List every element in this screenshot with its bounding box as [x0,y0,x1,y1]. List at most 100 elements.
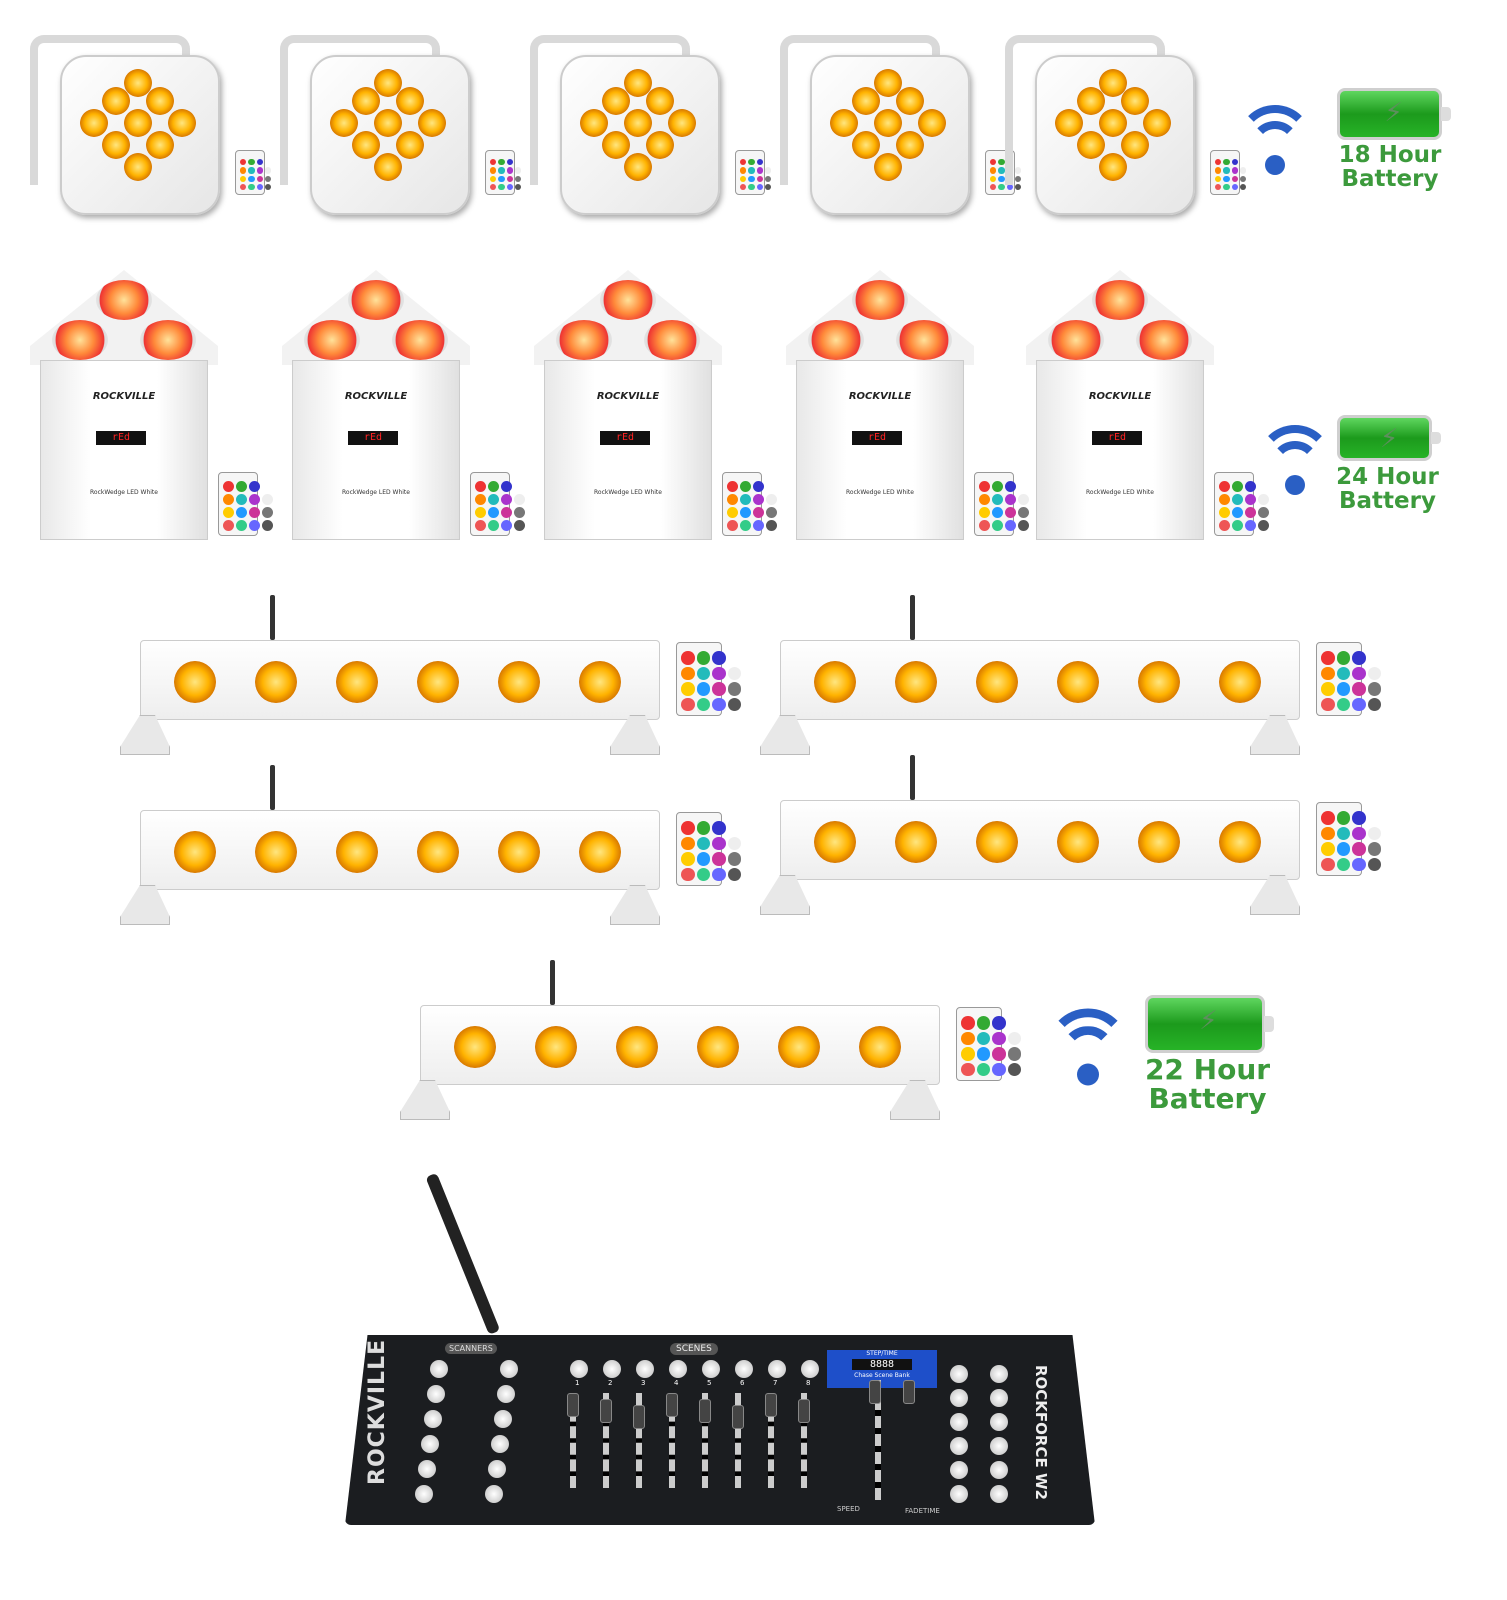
fader-knob [798,1399,810,1423]
remote-button [1239,175,1246,182]
led-lens [976,821,1018,863]
battery-label: Battery [1339,488,1436,515]
scene-number: 1 [575,1379,580,1387]
remote-button [1258,520,1269,531]
remote-button [696,651,710,665]
scene-button [570,1360,588,1378]
remote-button [992,520,1003,531]
remote-button [1239,183,1246,190]
fader-knob [765,1393,777,1417]
remote-button [961,1016,975,1030]
controller-model: ROCKFORCE W2 [1032,1365,1050,1500]
remote-button [1336,857,1350,871]
scanner-button [497,1385,515,1403]
chase-button [990,1437,1008,1455]
channel-fader [702,1393,708,1488]
scanner-button [427,1385,445,1403]
remote-button [1018,507,1029,518]
channel-fader [603,1393,609,1488]
bar-foot [1250,875,1300,915]
led-lens [348,280,404,320]
brand-logo: ROCKVILLE [1088,391,1152,402]
led-lens [896,131,924,159]
brand-logo: ROCKVILLE [596,391,660,402]
led-lens [52,320,108,360]
remote-button [514,520,525,531]
remote-button [764,167,771,174]
led-lens [174,831,216,873]
remote-button [1367,666,1381,680]
led-lens [146,87,174,115]
remote-button [1215,175,1222,182]
remote-button [727,481,738,492]
led-lens [602,87,630,115]
fader-knob [600,1399,612,1423]
brand-logo: ROCKVILLE [344,391,408,402]
remote-button [756,183,763,190]
bar-foot [610,885,660,925]
led-lens [1121,131,1149,159]
remote-button [475,481,486,492]
bar-foot [1250,715,1300,755]
led-bar-light [760,595,1310,755]
remote-button [1231,159,1238,166]
speed-fader [875,1380,881,1500]
remote-button [490,167,497,174]
led-lens [918,109,946,137]
led-lens [396,131,424,159]
remote-button [976,1047,990,1061]
remote-button [727,682,741,696]
step-time-display: STEP/TIME 8888 Chase Scene Bank [827,1350,937,1388]
remote-button [1336,811,1350,825]
battery-label: Battery [1341,166,1439,193]
bar-housing [140,810,660,890]
fader-knob [903,1380,915,1404]
fader-knob [869,1380,881,1404]
remote-button [1232,481,1243,492]
remote-button [1231,183,1238,190]
led-lens [1057,821,1099,863]
remote-button [696,821,710,835]
led-lens [1219,821,1261,863]
remote-button [248,175,255,182]
remote-button [992,494,1003,505]
led-lens [579,661,621,703]
led-lens [417,831,459,873]
led-lens [646,87,674,115]
scene-button [702,1360,720,1378]
remote-button [498,167,505,174]
led-lens [852,131,880,159]
remote-button [961,1062,975,1076]
remote-button [236,481,247,492]
remote-button [490,159,497,166]
scene-button [636,1360,654,1378]
led-lens [417,661,459,703]
led-lens [814,821,856,863]
remote-button [1352,842,1366,856]
remote-button [753,520,764,531]
scanner-button [421,1435,439,1453]
remote-button [1336,666,1350,680]
remote-button [1321,857,1335,871]
remote-button [1336,842,1350,856]
remote-button [712,697,726,711]
led-lens [852,87,880,115]
scanner-button [488,1460,506,1478]
led-lens [646,131,674,159]
remote-control [235,150,271,195]
remote-button [992,1016,1006,1030]
led-lens [814,661,856,703]
channel-fader [570,1393,576,1488]
led-lens [168,109,196,137]
display-caption: Chase Scene Bank [854,1372,910,1379]
remote-button [696,666,710,680]
led-lens [374,153,402,181]
remote-control [722,472,777,536]
scene-button [768,1360,786,1378]
antenna [910,755,915,800]
remote-button [1014,167,1021,174]
remote-button [240,175,247,182]
remote-button [1215,159,1222,166]
